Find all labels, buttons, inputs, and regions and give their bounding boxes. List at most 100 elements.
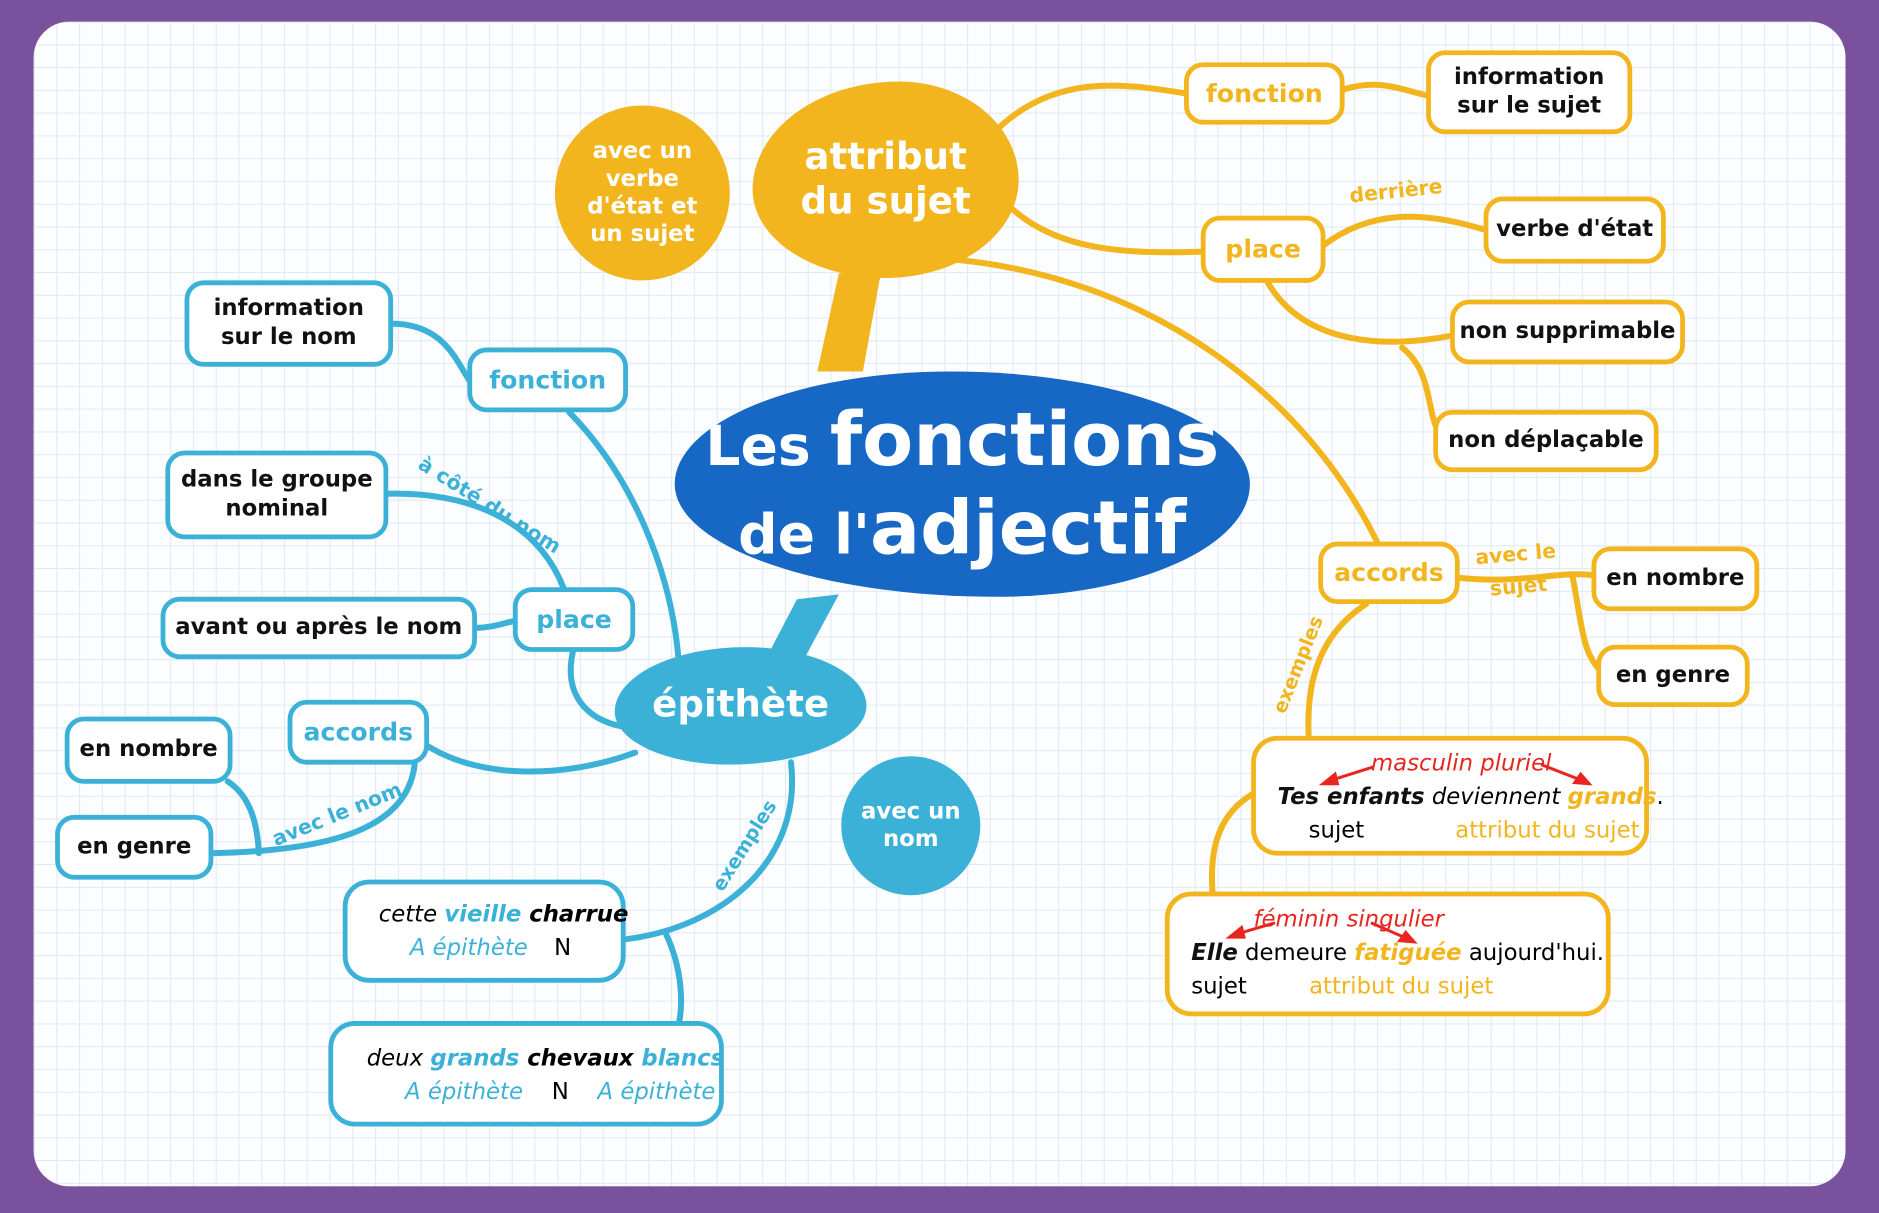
verb-word: demeure bbox=[1237, 939, 1355, 966]
sub-label: sujet bbox=[1308, 817, 1365, 844]
punct: . bbox=[1656, 783, 1664, 811]
epithete-fonction-value: information sur le nom bbox=[184, 280, 394, 367]
attribut-fonction-value: information sur le sujet bbox=[1426, 50, 1633, 135]
noun-word: chevaux bbox=[519, 1045, 642, 1072]
node-label: information sur le sujet bbox=[1453, 63, 1605, 119]
epithete-accords-item: en nombre bbox=[64, 716, 233, 784]
sub-label: A épithète bbox=[597, 1078, 716, 1105]
sub-label: N bbox=[554, 934, 572, 962]
link-fonction-info bbox=[1339, 81, 1432, 99]
central-topic: Les fonctions de l'adjectif bbox=[674, 371, 1250, 597]
link-accords-epithete bbox=[423, 742, 639, 775]
adjective-word: vieille bbox=[444, 901, 522, 928]
epithete-example-1: cette vieille charrue A épithète N bbox=[342, 879, 629, 983]
attribut-label: attribut du sujet bbox=[800, 135, 971, 223]
title-les: Les bbox=[705, 412, 811, 478]
adjective-word: grands bbox=[1567, 783, 1657, 811]
attribut-accords-item: en genre bbox=[1596, 644, 1750, 708]
noun-word: charrue bbox=[521, 901, 629, 928]
attribut-place-item: non déplaçable bbox=[1433, 409, 1659, 473]
node-label: en nombre bbox=[79, 735, 218, 763]
attribut-place-item: non supprimable bbox=[1450, 299, 1685, 365]
attribut-example-2: féminin singulier Elle demeure fatiguée … bbox=[1164, 891, 1611, 1017]
node-label: fonction bbox=[1205, 78, 1323, 108]
edge-text: avec le sujet bbox=[1474, 539, 1557, 602]
epithete-label: épithète bbox=[652, 683, 830, 727]
epithete-condition-circle: avec un nom bbox=[841, 756, 981, 896]
rest-words: aujourd'hui. bbox=[1461, 939, 1605, 966]
node-label: place bbox=[1225, 234, 1301, 264]
link-fonction-epithete bbox=[566, 409, 682, 660]
node-label: accords bbox=[303, 717, 414, 747]
link-place-nonsupp bbox=[1264, 279, 1456, 345]
verb-word: deviennent bbox=[1424, 783, 1568, 811]
attribut-du-sujet-topic: attribut du sujet bbox=[752, 81, 1019, 279]
node-label: accords bbox=[1334, 558, 1444, 588]
link-nombre-branch bbox=[224, 778, 262, 857]
sub-label: sujet bbox=[1191, 973, 1247, 1000]
epithete-example-2: deux grands chevaux blancs A épithète N A … bbox=[328, 1021, 725, 1127]
attribut-condition: avec un verbe d'état et un sujet bbox=[587, 138, 698, 247]
node-label: non déplaçable bbox=[1448, 426, 1644, 454]
link-attr-fonction bbox=[991, 82, 1190, 135]
example-note: masculin pluriel bbox=[1370, 750, 1552, 777]
node-label: verbe d'état bbox=[1496, 215, 1654, 243]
epithete-place-item: dans le groupe nominal bbox=[165, 450, 389, 540]
link-attr-place bbox=[1003, 200, 1207, 256]
epithete-condition: avec un nom bbox=[861, 798, 961, 853]
word: deux bbox=[366, 1045, 431, 1072]
epithete-fonction-node: fonction bbox=[467, 347, 628, 413]
subject-word: Tes enfants bbox=[1277, 783, 1425, 811]
link-accords-ex bbox=[1305, 600, 1370, 739]
epithete-stem bbox=[766, 594, 839, 657]
sub-label: attribut du sujet bbox=[1309, 973, 1494, 1000]
node-label: place bbox=[536, 605, 612, 634]
link-ex1-ex2 bbox=[663, 931, 684, 1029]
link-accords-genre bbox=[1569, 572, 1605, 675]
attribut-condition-circle: avec un verbe d'état et un sujet bbox=[554, 105, 730, 281]
link-attr-accords bbox=[943, 255, 1382, 548]
attribut-accords-node: accords bbox=[1318, 541, 1460, 604]
attribut-place-item: verbe d'état bbox=[1483, 196, 1666, 264]
node-label: non supprimable bbox=[1459, 317, 1676, 345]
epithete-place-item: avant ou après le nom bbox=[160, 596, 477, 660]
link-info-fonction bbox=[387, 320, 473, 385]
sub-label: attribut du sujet bbox=[1455, 817, 1640, 844]
title-de: de l' bbox=[738, 502, 870, 567]
attribut-place-node: place bbox=[1200, 215, 1326, 283]
sub-label: N bbox=[551, 1078, 569, 1105]
link-groupe-place bbox=[382, 490, 567, 591]
title-adjectif: adjectif bbox=[869, 484, 1187, 572]
edge-label-avec-le-sujet: avec le sujet bbox=[1467, 535, 1568, 608]
sub-label: A épithète bbox=[405, 1078, 523, 1105]
adjective-word: blancs bbox=[641, 1045, 725, 1072]
link-nonsupp-nondep bbox=[1399, 344, 1442, 435]
node-label: information sur le nom bbox=[213, 295, 365, 350]
link-epithete-ex bbox=[620, 759, 796, 943]
link-place-verbe bbox=[1320, 213, 1490, 249]
example-note: féminin singulier bbox=[1253, 905, 1445, 933]
link-ex1-ex2 bbox=[1208, 787, 1262, 900]
attribut-accords-item: en nombre bbox=[1591, 546, 1760, 612]
epithete-accords-item: en genre bbox=[55, 814, 214, 880]
epithete-topic: épithète bbox=[614, 647, 867, 765]
word: cette bbox=[378, 901, 445, 928]
link-accords-nombre bbox=[1454, 571, 1597, 583]
adjective-word: grands bbox=[430, 1045, 520, 1072]
attribut-stem bbox=[817, 273, 881, 372]
node-label: en genre bbox=[77, 833, 192, 860]
epithete-accords-node: accords bbox=[287, 699, 430, 765]
sub-label: A épithète bbox=[409, 934, 528, 962]
node-label: fonction bbox=[489, 365, 607, 395]
subject-word: Elle bbox=[1191, 939, 1238, 966]
node-label: avant ou après le nom bbox=[175, 613, 463, 641]
adjective-word: fatiguée bbox=[1354, 939, 1462, 966]
link-avant-place bbox=[471, 617, 519, 631]
title-fonctions: fonctions bbox=[829, 395, 1220, 483]
node-label: en genre bbox=[1615, 661, 1731, 689]
link-place-epithete bbox=[567, 648, 624, 730]
attribut-fonction-node: fonction bbox=[1184, 62, 1345, 125]
node-label: dans le groupe nominal bbox=[180, 466, 373, 522]
